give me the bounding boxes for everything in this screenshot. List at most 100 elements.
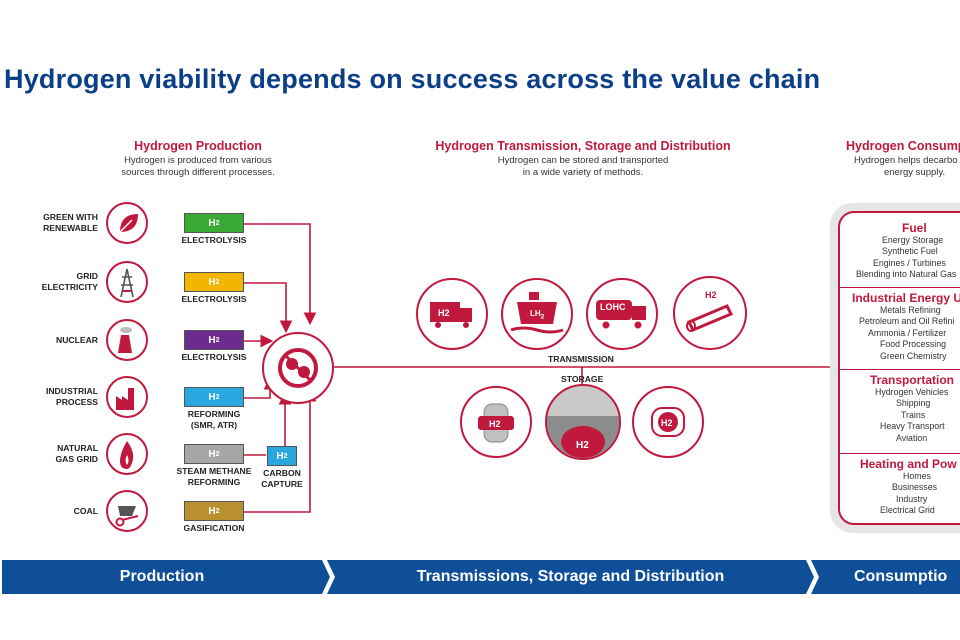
lh2-sub: 2 bbox=[540, 313, 545, 321]
consumption-item: Petroleum and Oil Refini bbox=[859, 316, 955, 327]
consumption-item: Energy Storage bbox=[882, 235, 944, 245]
lh2-ship-icon bbox=[510, 292, 564, 334]
process-label-5: GASIFICATION bbox=[166, 523, 262, 534]
process-label-line1: GASIFICATION bbox=[183, 523, 245, 533]
source-label-5: COAL bbox=[18, 506, 98, 517]
consumption-separator-1 bbox=[840, 369, 960, 370]
lh2-text: LH2 bbox=[530, 309, 544, 321]
connector-coal bbox=[244, 388, 317, 513]
pipeline-icon: H2 bbox=[686, 290, 734, 332]
storage-tank-circle: H2 bbox=[460, 386, 532, 458]
consumption-item: Synthetic Fuel bbox=[882, 246, 938, 257]
storage-coil-circle: H2 bbox=[632, 386, 704, 458]
consumption-group-heading: Transportation bbox=[870, 373, 955, 387]
hydrogen-truck-icon: H2 bbox=[430, 302, 472, 328]
consumption-item: Engines / Turbines bbox=[873, 257, 946, 268]
consumption-item: Metals Refining bbox=[880, 305, 941, 315]
process-label-3: REFORMING(SMR, ATR) bbox=[166, 409, 262, 431]
consumption-item: Businesses bbox=[892, 482, 937, 493]
carbon-capture-line2: CAPTURE bbox=[261, 479, 303, 489]
source-label-2: NUCLEAR bbox=[18, 335, 98, 346]
page-title: Hydrogen viability depends on success ac… bbox=[4, 64, 821, 94]
source-icon-circle-3 bbox=[106, 376, 148, 418]
leaf-icon bbox=[119, 214, 138, 233]
process-label-line1: STEAM METHANE bbox=[176, 466, 252, 476]
consumption-item: Green Chemistry bbox=[880, 350, 947, 361]
transmission-truck-circle: H2 bbox=[416, 278, 488, 350]
gas-cylinder-icon: H2 bbox=[478, 403, 514, 443]
source-label-line1: INDUSTRIAL bbox=[45, 386, 98, 396]
hydrogen-hub-circle bbox=[262, 332, 334, 404]
consumption-group-heading: Heating and Pow bbox=[860, 457, 957, 471]
carbon-capture-label: CARBON CAPTURE bbox=[254, 468, 310, 490]
svg-text:H2: H2 bbox=[438, 308, 450, 318]
consumption-item: Ammonia / Fertilizer bbox=[868, 327, 947, 338]
source-label-line1: GREEN WITH bbox=[43, 212, 98, 222]
transmission-title: Hydrogen Transmission, Storage and Distr… bbox=[435, 139, 731, 153]
banner-production: Production bbox=[119, 568, 205, 585]
flame-icon bbox=[120, 441, 134, 469]
h2-label: H bbox=[208, 217, 216, 229]
source-icon-circle-1 bbox=[106, 261, 148, 303]
h2-sub: 2 bbox=[215, 450, 220, 458]
source-icon-circle-2 bbox=[106, 319, 148, 361]
svg-text:H2: H2 bbox=[489, 419, 501, 429]
h2-sub: 2 bbox=[215, 336, 220, 344]
consumption-item: Food Processing bbox=[880, 339, 947, 350]
process-label-1: ELECTROLYSIS bbox=[166, 294, 262, 305]
svg-text:H2: H2 bbox=[576, 440, 589, 451]
transmission-subtitle-line1: Hydrogen can be stored and transported bbox=[497, 155, 669, 166]
source-icon-circle-0 bbox=[106, 202, 148, 244]
lohc-text: LOHC bbox=[600, 302, 626, 312]
source-label-line1: NATURAL bbox=[57, 443, 98, 453]
h2-label: H bbox=[276, 450, 284, 462]
source-label-line2: GAS GRID bbox=[55, 454, 99, 464]
process-label-line1: ELECTROLYSIS bbox=[181, 294, 247, 304]
hydrogen-molecule-icon bbox=[278, 348, 318, 388]
consumption-item: Homes bbox=[903, 471, 931, 481]
consumption-item: Industry bbox=[896, 493, 928, 504]
production-subtitle-line2: sources through different processes. bbox=[121, 167, 275, 178]
process-label-line1: REFORMING bbox=[187, 409, 241, 419]
h2-label: H bbox=[208, 448, 216, 460]
source-label-line2: PROCESS bbox=[55, 397, 98, 407]
consumption-group-heading: Industrial Energy U bbox=[852, 291, 960, 305]
connector-green bbox=[244, 223, 317, 326]
process-label-0: ELECTROLYSIS bbox=[166, 235, 262, 246]
consumption-item: Shipping bbox=[896, 398, 931, 409]
h2-sub: 2 bbox=[215, 219, 220, 227]
production-subtitle-line1: Hydrogen is produced from various bbox=[124, 155, 272, 166]
production-subtitle: Hydrogen is produced from various source… bbox=[98, 155, 298, 179]
h2-label: H bbox=[208, 334, 216, 346]
consumption-title: Hydrogen Consump bbox=[846, 139, 960, 153]
consumption-subtitle: Hydrogen helps decarbo energy supply. bbox=[842, 155, 960, 179]
transmission-subtitle-line2: in a wide variety of methods. bbox=[522, 167, 644, 178]
process-label-2: ELECTROLYSIS bbox=[166, 352, 262, 363]
process-label-line1: ELECTROLYSIS bbox=[181, 352, 247, 362]
storage-coil-icon: H2 bbox=[651, 407, 685, 437]
h2-label: H bbox=[208, 505, 216, 517]
process-label-line1: ELECTROLYSIS bbox=[181, 235, 247, 245]
transmission-subtitle: Hydrogen can be stored and transported i… bbox=[473, 155, 693, 179]
svg-text:H2: H2 bbox=[661, 418, 673, 428]
source-label-line1: COAL bbox=[73, 506, 98, 516]
consumption-separator-0 bbox=[840, 287, 960, 288]
banner-consumption: Consumptio bbox=[854, 568, 948, 585]
svg-text:H2: H2 bbox=[705, 290, 717, 300]
process-label-line2: REFORMING bbox=[187, 477, 241, 487]
source-icon-circle-5 bbox=[106, 490, 148, 532]
nuclear-plant-icon bbox=[118, 327, 132, 353]
bottom-banner-bar bbox=[2, 560, 960, 594]
power-tower-icon bbox=[120, 268, 134, 298]
storage-underground-circle: H2 bbox=[545, 384, 621, 460]
source-label-line2: RENEWABLE bbox=[43, 223, 98, 233]
